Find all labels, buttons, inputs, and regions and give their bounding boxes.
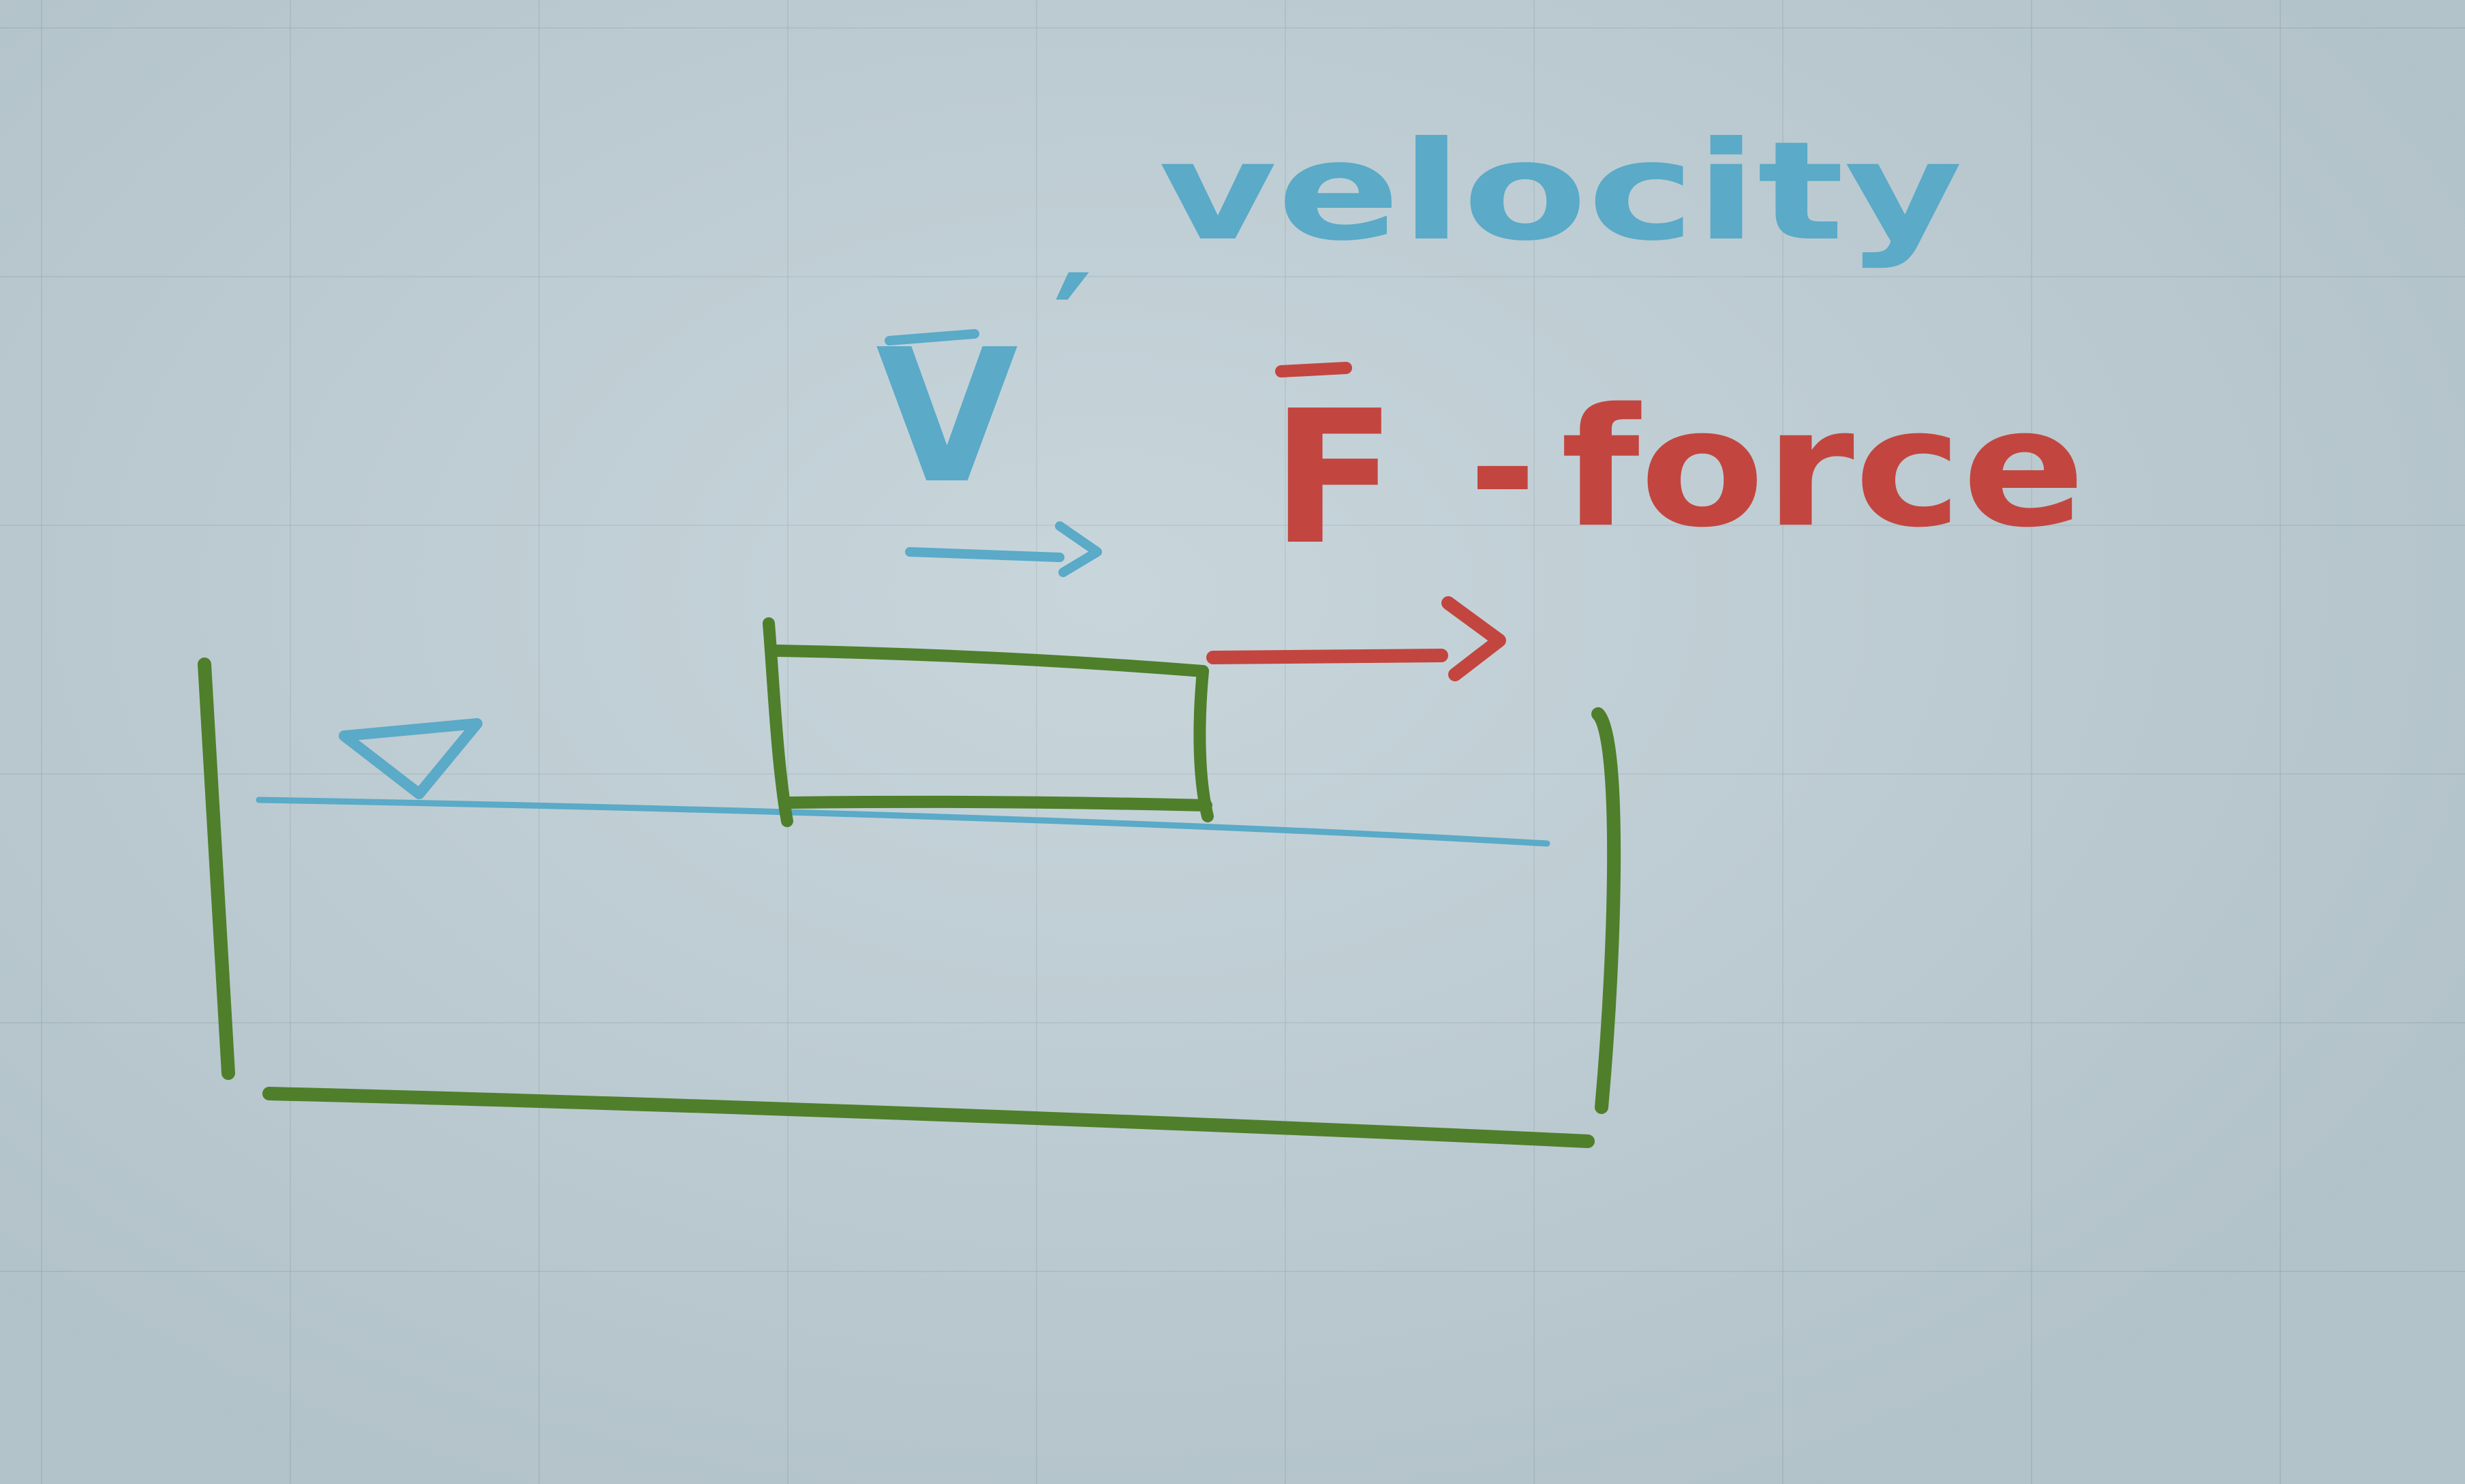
velocity-arrow-head: [1055, 521, 1102, 577]
force-symbol: F: [1271, 371, 1396, 585]
velocity-arrow: [905, 521, 1102, 577]
force-arrow-head: [1441, 596, 1506, 681]
container-right-wall: [1591, 707, 1621, 1114]
velocity-prime: ′: [1053, 243, 1092, 417]
force-arrow-shaft: [1206, 649, 1448, 664]
plate-bottom-edge: [784, 795, 1212, 811]
velocity-symbol: V: [876, 309, 1020, 524]
plate-right-edge: [1193, 665, 1214, 822]
velocity-symbol-group: V ′: [876, 243, 1092, 524]
force-overbar: [1275, 362, 1352, 377]
liquid-surface-line: [256, 797, 1550, 847]
container: [198, 658, 1621, 1148]
velocity-label: velocity: [1159, 112, 1963, 271]
liquid-level-symbol: [339, 718, 483, 799]
plate-top-edge: [771, 645, 1209, 677]
velocity-overbar: [885, 329, 979, 345]
container-left-wall: [198, 658, 235, 1080]
force-label: force: [1561, 373, 2085, 563]
plate-block: [763, 617, 1214, 827]
force-arrow: [1206, 596, 1506, 681]
liquid: [256, 718, 1550, 847]
force-label-group: F - force: [1271, 362, 2085, 585]
force-dash: -: [1469, 373, 1537, 563]
velocity-arrow-shaft: [905, 547, 1065, 562]
container-bottom: [262, 1087, 1595, 1148]
plate-left-edge: [763, 617, 793, 827]
